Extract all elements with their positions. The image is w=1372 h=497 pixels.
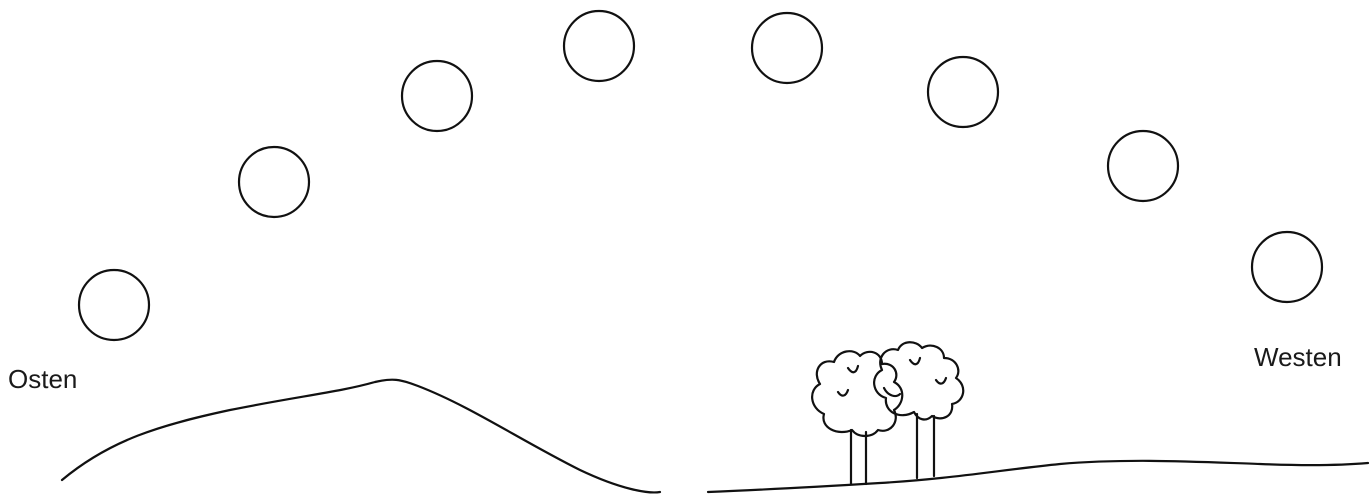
hill-line — [62, 380, 660, 493]
tree-right-crown — [874, 342, 963, 419]
sun-position-8 — [1252, 232, 1322, 302]
tree-left-crown-detail — [838, 366, 858, 396]
sun-position-5 — [752, 13, 822, 83]
tree-left — [812, 351, 902, 484]
tree-right — [874, 342, 963, 478]
sun-position-3 — [402, 61, 472, 131]
sun-position-2 — [239, 147, 309, 217]
ground-line — [708, 461, 1368, 492]
sun-position-1 — [79, 270, 149, 340]
sun-position-7 — [1108, 131, 1178, 201]
east-label: Osten — [8, 366, 77, 392]
tree-right-crown-detail — [884, 358, 946, 396]
sun-position-6 — [928, 57, 998, 127]
sun-position-4 — [564, 11, 634, 81]
west-label: Westen — [1254, 344, 1342, 370]
